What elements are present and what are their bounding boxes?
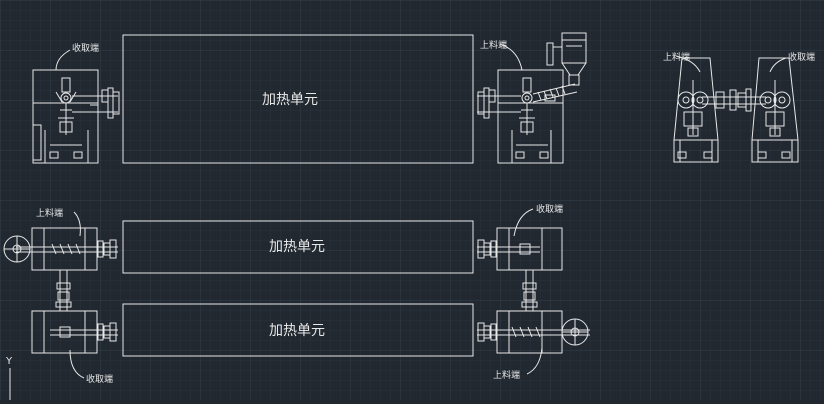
- vertical-shaft-right: [521, 270, 538, 311]
- label-receiving-end-end-view: 收取端: [788, 51, 815, 63]
- label-receiving-end-bottom: 收取端: [86, 373, 113, 385]
- label-loading-end-middle: 上料端: [36, 207, 63, 219]
- label-loading-end-top: 上料端: [480, 39, 507, 51]
- receiving-end-machine-plan-lower: [31, 310, 118, 354]
- heating-unit-plan-lower: [122, 303, 474, 357]
- motor-wheel-upper-left: [3, 235, 31, 263]
- heating-unit-top: [122, 34, 474, 164]
- end-view-receiving-machine: [751, 57, 799, 163]
- motor-wheel-lower-right: [561, 318, 589, 346]
- loading-end-machine-top: [477, 69, 578, 164]
- hopper-top: [546, 32, 587, 86]
- vertical-shaft-left: [55, 270, 72, 311]
- receiving-end-machine-top: [32, 69, 120, 164]
- heating-unit-label-bottom: 加热单元: [269, 323, 325, 339]
- loading-end-machine-plan-upper: [16, 227, 118, 271]
- receiving-end-machine-plan-upper: [477, 227, 563, 271]
- heating-unit-label-middle: 加热单元: [269, 239, 325, 255]
- end-view-connecting-shaft: [702, 88, 766, 112]
- heating-unit-label-top: 加热单元: [262, 92, 318, 108]
- label-receiving-end-top: 收取端: [72, 42, 99, 54]
- label-loading-end-bottom: 上料端: [493, 369, 520, 381]
- end-view-loading-machine: [673, 57, 719, 163]
- leader-lines: [55, 43, 787, 379]
- heating-unit-plan-upper: [122, 220, 474, 274]
- label-receiving-end-middle: 收取端: [536, 203, 563, 215]
- ucs-y-label: Y: [5, 356, 13, 367]
- label-loading-end-end-view: 上料端: [663, 51, 690, 63]
